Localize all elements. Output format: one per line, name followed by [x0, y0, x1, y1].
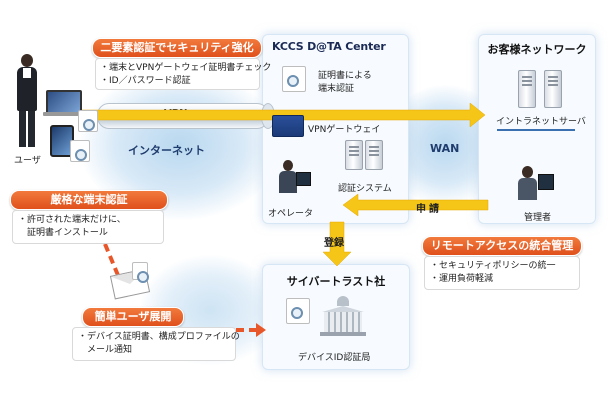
vpn-gateway-label: VPNゲートウェイ — [308, 125, 381, 135]
cert-auth-line-2: 端末認証 — [318, 84, 355, 94]
laptop-certificate-icon — [78, 110, 98, 132]
remote-access-item-1: ・セキュリティポリシーの統一 — [430, 261, 556, 271]
two-factor-item-1: ・端末とVPNゲートウェイ証明書チェック — [100, 63, 272, 73]
admin-person-icon — [514, 166, 554, 204]
laptop-base — [43, 112, 83, 116]
remote-access-title: リモートアクセスの統合管理 — [422, 236, 582, 256]
simple-deploy-item-2: メール通知 — [78, 345, 133, 355]
registration-arrow — [322, 221, 352, 267]
user-label: ユーザ — [14, 156, 41, 166]
operator-person-icon — [276, 160, 311, 200]
intranet-server-label: イントラネットサーバ — [496, 117, 586, 127]
simple-deploy-title: 簡単ユーザ展開 — [82, 307, 184, 327]
cybertrust-certificate-icon — [286, 298, 310, 324]
intranet-server-icon-2 — [544, 70, 562, 108]
simple-deploy-box: ・デバイス証明書、構成プロファイルの メール通知 — [72, 327, 240, 361]
internet-label: インターネット — [128, 144, 205, 157]
device-ca-label: デバイスID認証局 — [298, 353, 371, 363]
datacenter-logo: KCCS D@TA Center — [272, 40, 386, 53]
two-factor-box: ・端末とVPNゲートウェイ証明書チェック ・ID／パスワード認証 — [95, 58, 272, 90]
cybertrust-title: サイバートラスト社 — [286, 275, 386, 288]
two-factor-title: 二要素認証でセキュリティ強化 — [92, 38, 262, 58]
intranet-server-icon-1 — [518, 70, 536, 108]
customer-network-title: お客様ネットワーク — [487, 43, 587, 56]
cert-auth-line-1: 証明書による — [318, 71, 372, 81]
wan-label: WAN — [430, 142, 460, 155]
auth-server-icon-2 — [365, 140, 383, 170]
auth-system-label: 認証システム — [338, 184, 392, 194]
strict-auth-item-1: ・許可された端末だけに、 — [18, 215, 126, 225]
simple-deploy-item-1: ・デバイス証明書、構成プロファイルの — [78, 332, 240, 342]
registration-label: 登録 — [324, 238, 344, 249]
strict-auth-title: 厳格な端末認証 — [10, 190, 168, 210]
remote-access-box: ・セキュリティポリシーの統一 ・運用負荷軽減 — [424, 256, 580, 290]
user-person-icon — [14, 54, 40, 150]
strict-auth-box: ・許可された端末だけに、 証明書インストール — [12, 210, 164, 244]
datacenter-certificate-icon — [282, 66, 306, 92]
dashed-flow-line — [98, 231, 124, 286]
remote-access-item-2: ・運用負荷軽減 — [430, 274, 494, 284]
vpn-gateway-icon — [272, 115, 304, 137]
envelope-certificate-icon — [132, 262, 149, 283]
application-arrow — [342, 193, 489, 217]
auth-server-icon-1 — [345, 140, 363, 170]
operator-label: オペレータ — [268, 209, 314, 219]
two-factor-item-2: ・ID／パスワード認証 — [100, 76, 191, 86]
strict-auth-item-2: 証明書インストール — [18, 228, 108, 238]
admin-label: 管理者 — [524, 213, 552, 223]
certificate-authority-building-icon — [318, 296, 368, 336]
dashed-flow-arrowhead — [256, 323, 266, 337]
tablet-certificate-icon — [70, 140, 90, 162]
application-label: 申請 — [416, 204, 442, 215]
